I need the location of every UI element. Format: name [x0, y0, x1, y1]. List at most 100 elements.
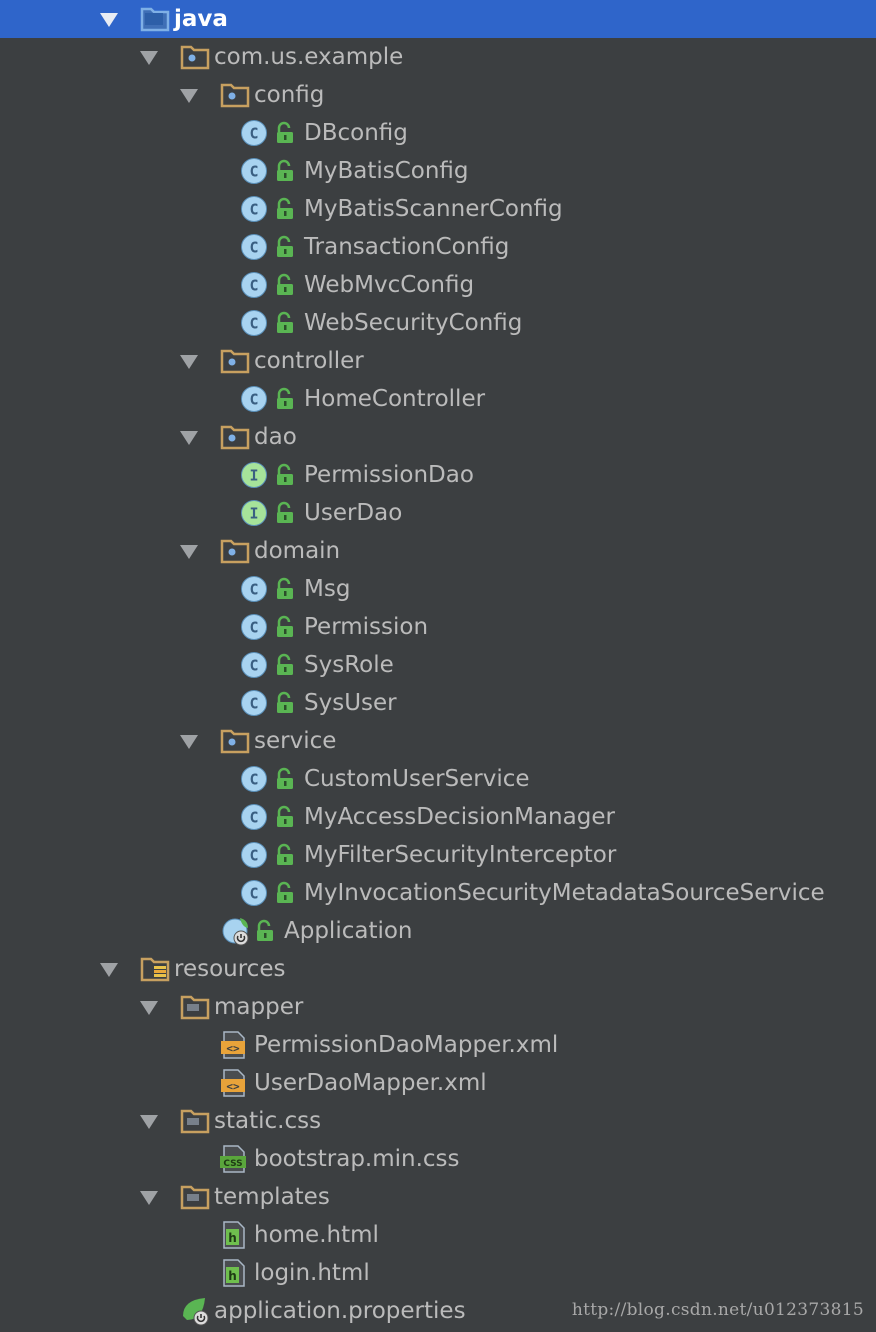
tree-item-label: UserDao [304, 500, 403, 526]
tree-item-label: DBconfig [304, 120, 408, 146]
tree-item[interactable]: I UserDao [0, 494, 876, 532]
tree-item-label: static.css [214, 1108, 322, 1134]
tree-item[interactable]: CSS bootstrap.min.css [0, 1140, 876, 1178]
tree-item[interactable]: C MyBatisConfig [0, 152, 876, 190]
class-icon: C [240, 195, 268, 229]
tree-item[interactable]: C SysUser [0, 684, 876, 722]
svg-text:<>: <> [226, 1042, 240, 1055]
spring-properties-icon [180, 1296, 212, 1332]
xml-file-icon: <> [220, 1031, 248, 1065]
public-lock-icon [274, 463, 296, 493]
tree-item-label: Permission [304, 614, 429, 640]
source-folder-icon [140, 5, 170, 39]
tree-item[interactable]: service [0, 722, 876, 760]
tree-item-label: bootstrap.min.css [254, 1146, 460, 1172]
tree-item[interactable]: <>UserDaoMapper.xml [0, 1064, 876, 1102]
public-lock-icon [274, 387, 296, 417]
tree-item[interactable]: C SysRole [0, 646, 876, 684]
svg-text:C: C [249, 277, 258, 295]
expand-arrow-icon[interactable] [100, 963, 118, 977]
tree-item-label: application.properties [214, 1298, 466, 1324]
class-icon: C [240, 689, 268, 723]
svg-text:CSS: CSS [223, 1159, 242, 1169]
expand-arrow-icon[interactable] [180, 735, 198, 749]
expand-arrow-icon[interactable] [140, 1191, 158, 1205]
tree-item[interactable]: C DBconfig [0, 114, 876, 152]
public-lock-icon [274, 159, 296, 189]
tree-item-label: com.us.example [214, 44, 404, 70]
expand-arrow-icon[interactable] [180, 89, 198, 103]
tree-item[interactable]: C Permission [0, 608, 876, 646]
class-icon: C [240, 651, 268, 685]
class-icon: C [240, 575, 268, 609]
tree-item[interactable]: C TransactionConfig [0, 228, 876, 266]
tree-item[interactable]: domain [0, 532, 876, 570]
svg-text:h: h [228, 1231, 237, 1245]
class-icon: C [240, 157, 268, 191]
svg-text:C: C [249, 391, 258, 409]
tree-item[interactable]: C MyBatisScannerConfig [0, 190, 876, 228]
tree-item[interactable]: controller [0, 342, 876, 380]
expand-arrow-icon[interactable] [140, 1001, 158, 1015]
tree-item[interactable]: C MyAccessDecisionManager [0, 798, 876, 836]
tree-item-label: resources [174, 956, 286, 982]
class-icon: C [240, 803, 268, 837]
tree-item[interactable]: C CustomUserService [0, 760, 876, 798]
svg-text:C: C [249, 885, 258, 903]
tree-item-label: dao [254, 424, 297, 450]
public-lock-icon [274, 615, 296, 645]
interface-icon: I [240, 461, 268, 495]
package-icon [180, 43, 210, 77]
tree-item-label: UserDaoMapper.xml [254, 1070, 487, 1096]
expand-arrow-icon[interactable] [180, 545, 198, 559]
expand-arrow-icon[interactable] [180, 431, 198, 445]
tree-item-label: WebSecurityConfig [304, 310, 523, 336]
expand-arrow-icon[interactable] [180, 355, 198, 369]
expand-arrow-icon[interactable] [140, 51, 158, 65]
svg-text:C: C [249, 201, 258, 219]
public-lock-icon [274, 273, 296, 303]
tree-item[interactable]: config [0, 76, 876, 114]
class-icon: C [240, 309, 268, 343]
tree-item[interactable]: java [0, 0, 876, 38]
folder-icon [180, 1183, 210, 1217]
tree-item[interactable]: com.us.example [0, 38, 876, 76]
expand-arrow-icon[interactable] [140, 1115, 158, 1129]
svg-text:C: C [249, 239, 258, 257]
svg-text:C: C [249, 163, 258, 181]
tree-item-label: templates [214, 1184, 330, 1210]
tree-item-label: SysRole [304, 652, 394, 678]
tree-item[interactable]: application.properties [0, 1292, 876, 1330]
tree-item[interactable]: C HomeController [0, 380, 876, 418]
tree-item[interactable]: C MyInvocationSecurityMetadataSourceServ… [0, 874, 876, 912]
svg-text:I: I [249, 467, 258, 485]
tree-item[interactable]: I PermissionDao [0, 456, 876, 494]
tree-item[interactable]: mapper [0, 988, 876, 1026]
package-icon [220, 423, 250, 457]
tree-item-label: Application [284, 918, 413, 944]
tree-item[interactable]: C WebMvcConfig [0, 266, 876, 304]
tree-item[interactable]: templates [0, 1178, 876, 1216]
tree-item[interactable]: dao [0, 418, 876, 456]
tree-item[interactable]: C Msg [0, 570, 876, 608]
svg-text:C: C [249, 125, 258, 143]
package-icon [220, 727, 250, 761]
expand-arrow-icon[interactable] [100, 13, 118, 27]
public-lock-icon [274, 767, 296, 797]
resources-folder-icon [140, 955, 170, 989]
tree-item[interactable]: static.css [0, 1102, 876, 1140]
tree-item[interactable]: resources [0, 950, 876, 988]
html-file-icon: h [220, 1221, 248, 1255]
tree-item-label: Msg [304, 576, 351, 602]
tree-item-label: login.html [254, 1260, 370, 1286]
tree-item[interactable]: Application [0, 912, 876, 950]
tree-item-label: WebMvcConfig [304, 272, 475, 298]
tree-item[interactable]: C WebSecurityConfig [0, 304, 876, 342]
css-file-icon: CSS [220, 1145, 248, 1179]
tree-item[interactable]: <>PermissionDaoMapper.xml [0, 1026, 876, 1064]
xml-file-icon: <> [220, 1069, 248, 1103]
tree-item[interactable]: C MyFilterSecurityInterceptor [0, 836, 876, 874]
public-lock-icon [254, 919, 276, 949]
